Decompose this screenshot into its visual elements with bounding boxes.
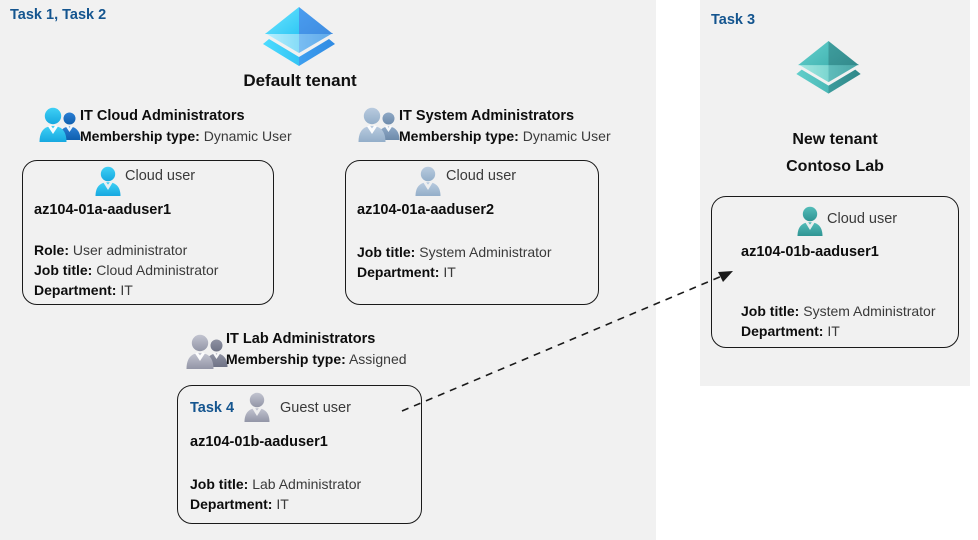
membership-label: Membership type:: [80, 128, 200, 144]
prop-jobtitle: Job title: Cloud Administrator: [34, 260, 218, 280]
task-label-4: Task 4: [190, 400, 235, 416]
prop-department: Department: IT: [190, 494, 361, 514]
prop-jobtitle-label: Job title:: [741, 303, 800, 319]
group-membership-lab-admins: Membership type: Assigned: [226, 349, 407, 370]
card-head-aaduser1: Cloud user: [125, 168, 196, 184]
group-membership-cloud-admins: Membership type: Dynamic User: [80, 126, 292, 147]
membership-value: Assigned: [348, 351, 407, 367]
new-tenant-icon: [796, 41, 861, 94]
prop-department-label: Department:: [357, 264, 440, 280]
card-props-new-tenant: Job title: System Administrator Departme…: [741, 301, 936, 341]
prop-department-value: IT: [827, 323, 840, 339]
user-card-az104-01a-aaduser1[interactable]: [22, 160, 274, 305]
guest-user-icon: [244, 392, 270, 422]
users-group-icon-lab-admins: [186, 334, 228, 369]
group-name-cloud-admins: IT Cloud Administrators: [80, 108, 245, 124]
group-name-lab-admins: IT Lab Administrators: [226, 331, 376, 347]
card-head-guest-user: Guest user: [280, 400, 351, 416]
prop-jobtitle-label: Job title:: [190, 476, 249, 492]
prop-role: Role: User administrator: [34, 240, 218, 260]
prop-jobtitle-value: System Administrator: [419, 244, 552, 260]
prop-department-label: Department:: [34, 282, 117, 298]
card-username-aaduser1: az104-01a-aaduser1: [34, 202, 172, 218]
task-label-3: Task 3: [711, 12, 756, 28]
group-membership-system-admins: Membership type: Dynamic User: [399, 126, 611, 147]
prop-jobtitle-value: System Administrator: [803, 303, 936, 319]
users-group-icon-system-admins: [358, 107, 400, 142]
prop-jobtitle-label: Job title:: [34, 262, 93, 278]
task-label-1-2: Task 1, Task 2: [10, 7, 107, 23]
membership-value: Dynamic User: [522, 128, 611, 144]
group-name-system-admins: IT System Administrators: [399, 108, 575, 124]
user-card-az104-01b-aaduser1-cloud[interactable]: [711, 196, 959, 348]
group-block-system-admins: IT System Administrators Membership type…: [399, 107, 611, 147]
card-username-aaduser2: az104-01a-aaduser2: [357, 202, 495, 218]
prop-jobtitle-value: Cloud Administrator: [96, 262, 219, 278]
prop-department-label: Department:: [741, 323, 824, 339]
new-tenant-title: New tenant Contoso Lab: [700, 126, 970, 180]
prop-role-label: Role:: [34, 242, 69, 258]
membership-value: Dynamic User: [203, 128, 292, 144]
new-tenant-title-line1: New tenant: [792, 131, 878, 148]
default-tenant-title: Default tenant: [243, 71, 357, 90]
users-group-icon-cloud-admins: [39, 107, 81, 142]
membership-label: Membership type:: [399, 128, 519, 144]
prop-role-value: User administrator: [72, 242, 188, 258]
group-block-lab-admins: IT Lab Administrators Membership type: A…: [226, 330, 407, 370]
card-head-aaduser2: Cloud user: [446, 168, 517, 184]
prop-jobtitle: Job title: System Administrator: [357, 242, 552, 262]
card-props-aaduser2: Job title: System Administrator Departme…: [357, 242, 552, 282]
card-username-guest: az104-01b-aaduser1: [190, 434, 328, 450]
cloud-user-icon-aaduser1: [95, 166, 121, 196]
card-props-guest: Job title: Lab Administrator Department:…: [190, 474, 361, 514]
prop-jobtitle: Job title: Lab Administrator: [190, 474, 361, 494]
default-tenant-panel: [0, 0, 656, 540]
membership-label: Membership type:: [226, 351, 346, 367]
prop-jobtitle-label: Job title:: [357, 244, 416, 260]
group-block-cloud-admins: IT Cloud Administrators Membership type:…: [80, 107, 292, 147]
card-username-new-tenant: az104-01b-aaduser1: [741, 244, 879, 260]
card-props-aaduser1: Role: User administrator Job title: Clou…: [34, 240, 218, 300]
cloud-user-icon-aaduser2: [415, 166, 441, 196]
prop-department-value: IT: [443, 264, 456, 280]
prop-department-value: IT: [120, 282, 133, 298]
prop-jobtitle-value: Lab Administrator: [252, 476, 362, 492]
prop-department-value: IT: [276, 496, 289, 512]
prop-department: Department: IT: [741, 321, 936, 341]
prop-department: Department: IT: [357, 262, 552, 282]
cloud-user-icon-new-tenant: [797, 206, 823, 236]
new-tenant-title-line2: Contoso Lab: [786, 158, 884, 175]
user-card-guest-az104-01b-aaduser1[interactable]: [177, 385, 422, 524]
prop-jobtitle: Job title: System Administrator: [741, 301, 936, 321]
default-tenant-icon: [263, 7, 335, 66]
prop-department-label: Department:: [190, 496, 273, 512]
prop-department: Department: IT: [34, 280, 218, 300]
card-head-new-tenant-user: Cloud user: [827, 211, 898, 227]
